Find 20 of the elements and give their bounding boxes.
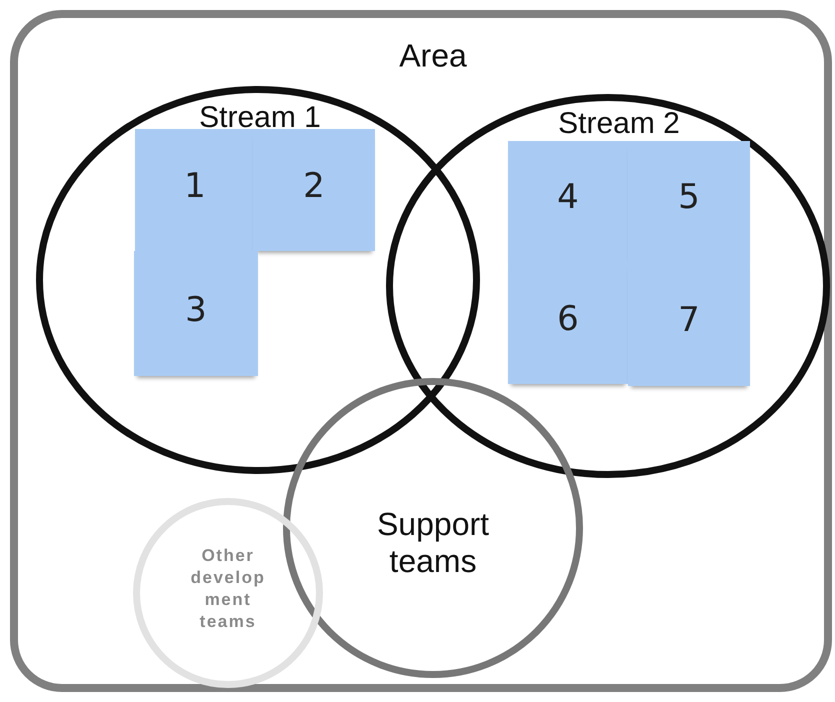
note-number: 2 — [303, 166, 325, 206]
area-frame — [10, 10, 832, 692]
sticky-note — [628, 261, 750, 386]
sticky-note — [253, 129, 375, 251]
sticky-note — [508, 141, 628, 261]
note-number: 4 — [557, 177, 579, 217]
note-number: 6 — [557, 298, 579, 338]
note-number: 7 — [678, 300, 700, 340]
note-number: 1 — [184, 166, 206, 206]
group-label: Other development teams — [190, 544, 266, 634]
sticky-note — [508, 261, 628, 384]
circle-label: Stream 1 — [199, 100, 321, 136]
circle-label: Support teams — [376, 506, 490, 580]
sticky-note — [135, 129, 255, 251]
sticky-note — [628, 141, 750, 261]
circle-label: Stream 2 — [558, 106, 680, 142]
note-number: 3 — [185, 290, 207, 330]
sticky-note — [134, 251, 258, 376]
note-number: 5 — [678, 177, 700, 217]
area-label: Area — [399, 38, 467, 74]
